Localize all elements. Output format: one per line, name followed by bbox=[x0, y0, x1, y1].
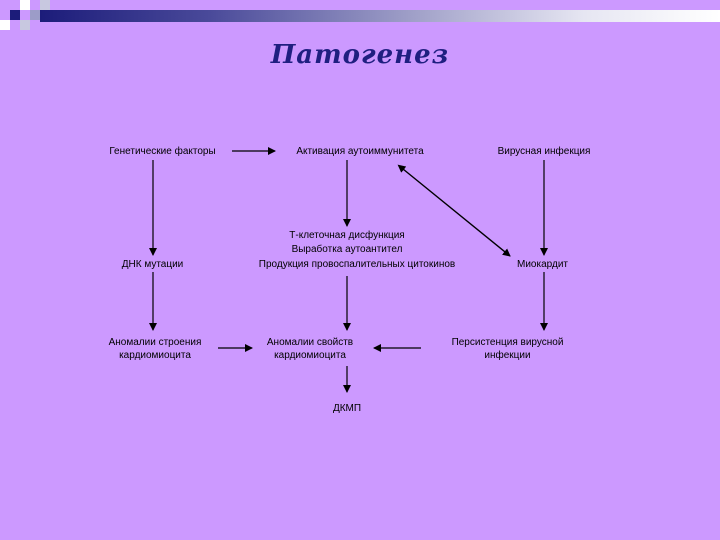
node-cardiomyocyte-structure-line2: кардиомиоцита bbox=[119, 350, 191, 361]
node-autoimmunity-activation: Активация аутоиммунитета bbox=[296, 146, 424, 157]
corner-decoration bbox=[0, 0, 60, 40]
node-dcm: ДКМП bbox=[332, 403, 362, 414]
node-viral-persistence-line2: инфекции bbox=[484, 350, 531, 361]
node-dna-mutations: ДНК мутации bbox=[121, 259, 184, 270]
node-viral-persistence-line1: Персистенция вирусной bbox=[451, 337, 564, 348]
node-cardiomyocyte-structure: Аномалии строения кардиомиоцита bbox=[90, 336, 220, 362]
node-proinflammatory-cytokines: Продукция провоспалительных цитокинов bbox=[258, 259, 456, 270]
node-autoantibody-production: Выработка аутоантител bbox=[291, 244, 403, 255]
node-cardiomyocyte-properties-line1: Аномалии свойств bbox=[266, 337, 354, 348]
node-cardiomyocyte-structure-line1: Аномалии строения bbox=[108, 337, 202, 348]
node-viral-persistence: Персистенция вирусной инфекции bbox=[425, 336, 590, 362]
node-cardiomyocyte-properties-line2: кардиомиоцита bbox=[274, 350, 346, 361]
node-genetic-factors: Генетические факторы bbox=[109, 146, 216, 157]
node-viral-infection: Вирусная инфекция bbox=[497, 146, 591, 157]
slide-title: Патогенез bbox=[270, 40, 450, 70]
node-myocarditis: Миокардит bbox=[517, 259, 568, 270]
node-t-cell-dysfunction: Т-клеточная дисфункция bbox=[289, 230, 405, 241]
title-gradient-bar bbox=[40, 10, 720, 22]
node-cardiomyocyte-properties: Аномалии свойств кардиомиоцита bbox=[250, 336, 370, 362]
arrow-activation-myocarditis-bidirectional bbox=[397, 164, 511, 257]
